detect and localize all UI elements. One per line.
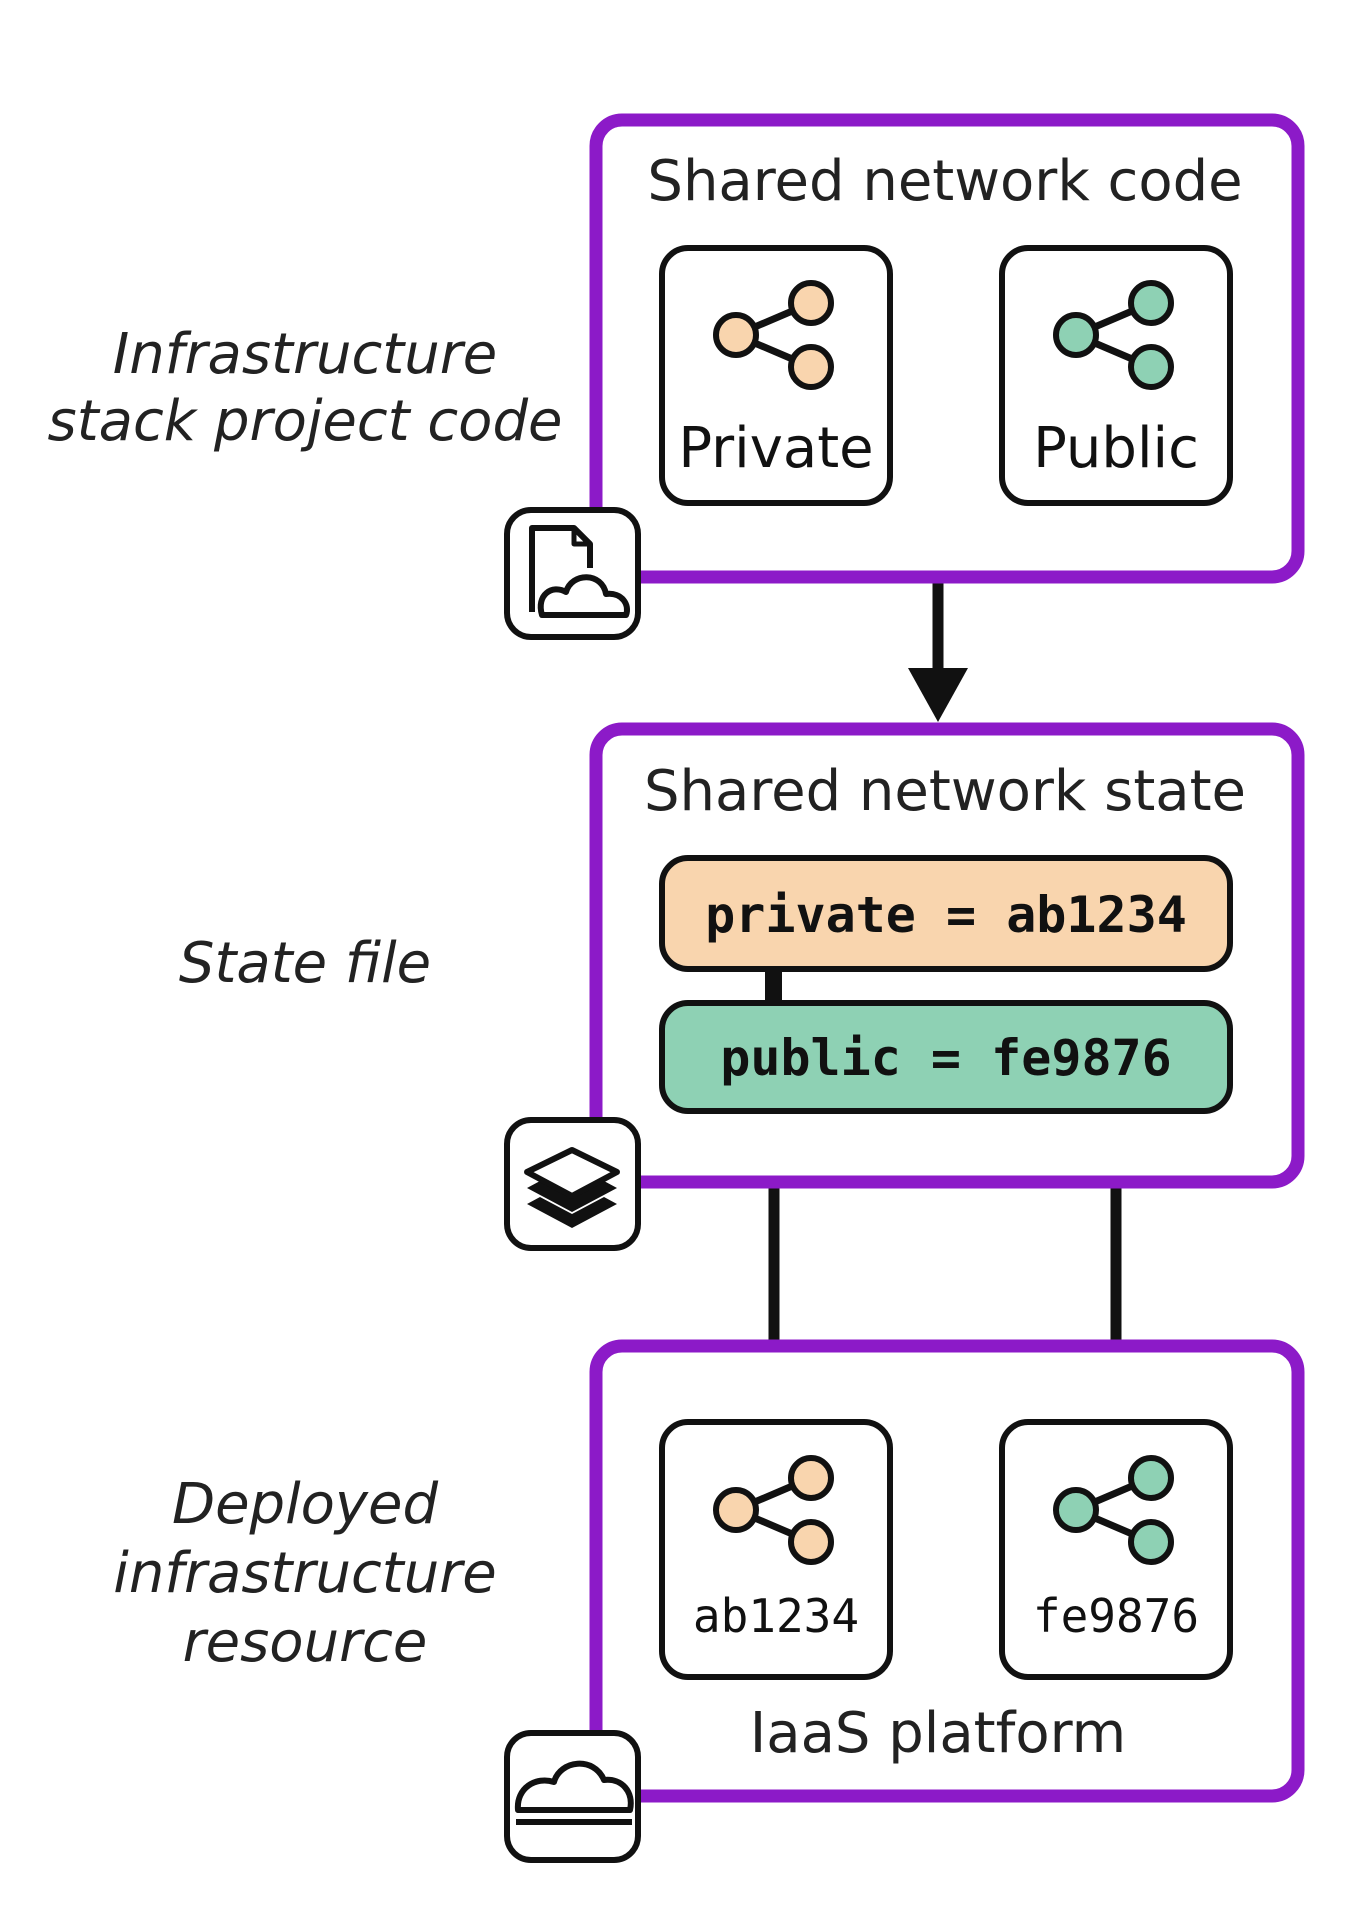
state-box: Shared network state private = ab1234 pu… bbox=[504, 722, 1305, 1251]
state-public-entry: public = fe9876 bbox=[659, 1000, 1233, 1114]
resource-public-card: fe9876 bbox=[999, 1419, 1233, 1680]
deployed-label-line1: Deployed bbox=[172, 1472, 439, 1537]
code-public-card: Public bbox=[999, 245, 1233, 506]
resource-public-id: fe9876 bbox=[1033, 1589, 1199, 1643]
code-label-line2: stack project code bbox=[48, 389, 563, 454]
platform-box: ab1234 fe9876 IaaS platform bbox=[504, 1339, 1305, 1863]
state-side-label: State file bbox=[179, 931, 431, 996]
code-label-line1: Infrastructure bbox=[113, 322, 497, 387]
state-private-text: private = ab1234 bbox=[705, 886, 1187, 944]
code-private-card: Private bbox=[659, 245, 893, 506]
state-public-text: public = fe9876 bbox=[720, 1029, 1172, 1087]
state-private-entry: private = ab1234 bbox=[659, 855, 1233, 972]
resource-private-card: ab1234 bbox=[659, 1419, 893, 1680]
resource-private-id: ab1234 bbox=[693, 1589, 859, 1643]
deployed-side-label: Deployed infrastructure resource bbox=[113, 1472, 496, 1675]
state-connector bbox=[765, 968, 782, 1004]
document-cloud-icon bbox=[504, 507, 641, 640]
state-box-title: Shared network state bbox=[644, 759, 1246, 824]
code-side-label: Infrastructure stack project code bbox=[48, 322, 563, 454]
deployed-label-line2: infrastructure bbox=[113, 1541, 496, 1606]
code-box: Shared network code Private Public bbox=[504, 113, 1305, 640]
code-private-label: Private bbox=[678, 416, 873, 481]
code-public-label: Public bbox=[1033, 416, 1199, 481]
deployed-label-line3: resource bbox=[183, 1610, 428, 1675]
cloud-icon bbox=[504, 1730, 641, 1863]
platform-box-title: IaaS platform bbox=[750, 1701, 1126, 1766]
layers-icon bbox=[504, 1117, 641, 1251]
code-box-title: Shared network code bbox=[647, 149, 1242, 214]
arrow-code-to-state bbox=[908, 575, 968, 722]
